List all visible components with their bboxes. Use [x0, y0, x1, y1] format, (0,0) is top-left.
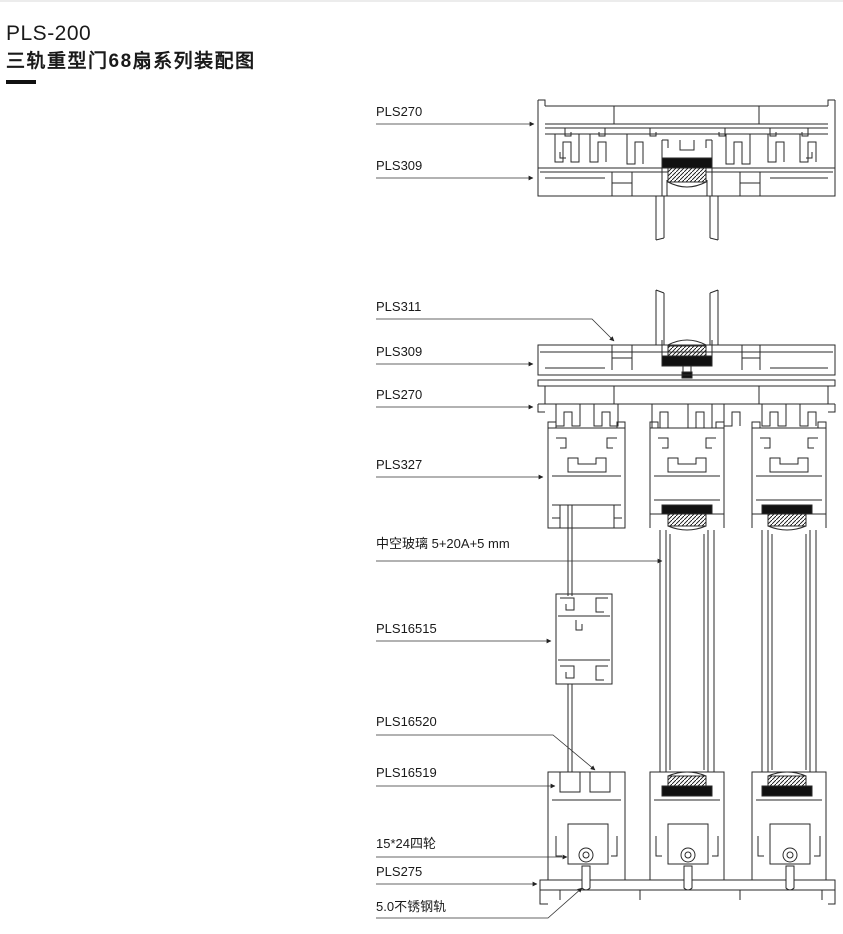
- label-roller: 15*24四轮: [376, 836, 436, 851]
- product-code: PLS-200: [6, 22, 92, 45]
- top-border: [0, 0, 843, 2]
- sash-bottom-3: [751, 771, 827, 881]
- lower-leaders: [376, 318, 663, 919]
- header: PLS-200 三轨重型门68扇系列装配图: [6, 22, 256, 84]
- frame-cover-profile: [537, 344, 836, 376]
- sash-head-3: [751, 421, 827, 531]
- frame-profile: [537, 379, 836, 429]
- glass-unit-2: [659, 530, 715, 772]
- label-pls16520: PLS16520: [376, 714, 437, 729]
- label-pls309-lower: PLS309: [376, 344, 422, 359]
- label-pls311: PLS311: [376, 299, 421, 314]
- title-underline: [6, 80, 36, 84]
- sash-head-1: [547, 421, 626, 529]
- sill-profile: [539, 879, 836, 905]
- head-frame-profile: [537, 99, 836, 197]
- glass-unit-3: [761, 530, 817, 772]
- sash-bottom-1: [547, 771, 626, 881]
- lower-top-glass: [655, 289, 719, 379]
- upper-labels: PLS270 PLS309: [376, 104, 422, 173]
- label-pls309-upper: PLS309: [376, 158, 422, 173]
- label-insulated-glass: 中空玻璃 5+20A+5 mm: [376, 536, 510, 551]
- label-stainless-rail: 5.0不锈钢轨: [376, 899, 446, 914]
- stainless-rails: [581, 865, 795, 891]
- label-pls16515: PLS16515: [376, 621, 437, 636]
- label-pls275: PLS275: [376, 864, 422, 879]
- head-guide-channels: [554, 134, 817, 165]
- lower-section: [537, 289, 836, 905]
- label-pls270-upper: PLS270: [376, 104, 422, 119]
- head-sash-glazing: [655, 139, 719, 241]
- upper-section: [537, 99, 836, 241]
- sash-bottom-2: [649, 771, 725, 881]
- lower-labels: PLS311 PLS309 PLS270 PLS327 中空玻璃 5+20A+5…: [376, 299, 510, 914]
- drawing-title: 三轨重型门68扇系列装配图: [6, 51, 256, 72]
- sash-head-2: [649, 421, 725, 531]
- label-pls16519: PLS16519: [376, 765, 437, 780]
- interlock-profile: [555, 505, 613, 772]
- label-pls270-lower: PLS270: [376, 387, 422, 402]
- upper-leaders: [376, 121, 535, 181]
- label-pls327: PLS327: [376, 457, 422, 472]
